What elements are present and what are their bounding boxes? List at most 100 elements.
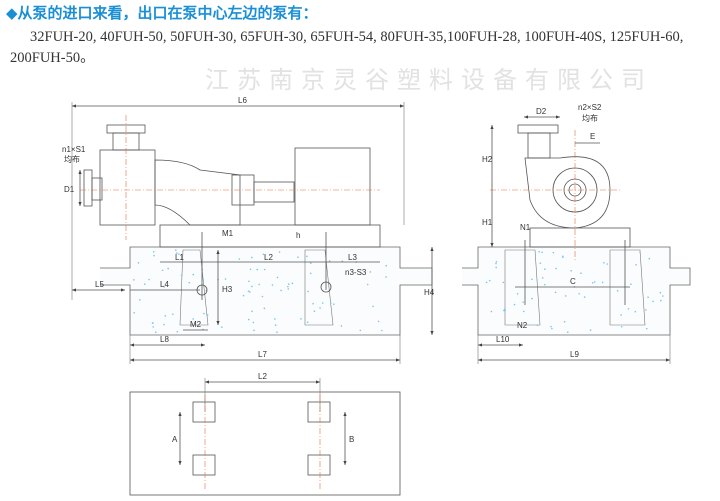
dim-H3: H3 bbox=[222, 285, 233, 294]
dim-L1: L1 bbox=[175, 253, 184, 262]
dim-L5: L5 bbox=[95, 280, 104, 289]
concrete-dot bbox=[202, 279, 205, 281]
concrete-dot bbox=[603, 261, 605, 264]
dim-N2: N2 bbox=[517, 321, 528, 330]
concrete-dot bbox=[167, 267, 169, 270]
foundation-block-end bbox=[462, 246, 691, 336]
dim-M2: M2 bbox=[190, 320, 202, 329]
concrete-dot bbox=[192, 273, 195, 276]
concrete-dot bbox=[645, 327, 648, 330]
dim-L3: L3 bbox=[348, 253, 357, 262]
dim-L9: L9 bbox=[570, 350, 579, 359]
concrete-dot bbox=[252, 321, 255, 324]
concrete-dot bbox=[152, 326, 154, 328]
concrete-dot bbox=[224, 278, 227, 280]
concrete-dot bbox=[504, 309, 506, 311]
concrete-dot bbox=[263, 268, 266, 271]
concrete-dot bbox=[531, 297, 533, 300]
dim-E: E bbox=[590, 132, 595, 141]
concrete-dot bbox=[306, 321, 309, 323]
concrete-dot bbox=[278, 251, 281, 253]
concrete-dot bbox=[262, 253, 265, 256]
concrete-dot bbox=[258, 283, 260, 286]
concrete-dot bbox=[249, 291, 251, 293]
concrete-dot bbox=[274, 324, 277, 327]
concrete-dot bbox=[309, 262, 312, 264]
concrete-dot bbox=[372, 305, 374, 308]
concrete-dot bbox=[616, 290, 619, 292]
concrete-dot bbox=[495, 262, 497, 265]
concrete-dot bbox=[539, 262, 542, 265]
concrete-dot bbox=[192, 318, 194, 320]
concrete-dot bbox=[309, 272, 312, 275]
concrete-dot bbox=[276, 331, 278, 333]
concrete-dot bbox=[589, 329, 592, 331]
dim-B: B bbox=[349, 435, 354, 444]
concrete-dot bbox=[652, 300, 654, 303]
concrete-dot bbox=[153, 254, 155, 257]
watermark: 江苏南京灵谷塑料设备有限公司 bbox=[205, 66, 653, 94]
concrete-dot bbox=[551, 327, 553, 330]
concrete-dot bbox=[188, 281, 191, 284]
model-list: 32FUH-20, 40FUH-50, 50FUH-30, 65FUH-30, … bbox=[10, 29, 684, 66]
concrete-dot bbox=[151, 322, 154, 324]
concrete-dot bbox=[154, 331, 157, 334]
concrete-dot bbox=[495, 260, 498, 263]
concrete-dot bbox=[291, 282, 294, 285]
concrete-dot bbox=[203, 312, 205, 315]
concrete-dot bbox=[249, 268, 252, 271]
concrete-dot bbox=[490, 310, 493, 313]
dim-L4: L4 bbox=[160, 280, 169, 289]
concrete-dot bbox=[580, 272, 582, 274]
dim-H4: H4 bbox=[424, 288, 435, 297]
concrete-dot bbox=[578, 292, 580, 295]
dim-h: h bbox=[296, 231, 300, 240]
concrete-dot bbox=[313, 310, 316, 312]
concrete-dot bbox=[247, 318, 250, 321]
concrete-dot bbox=[566, 331, 569, 334]
concrete-dot bbox=[247, 290, 250, 292]
concrete-dot bbox=[554, 291, 557, 294]
pump-base bbox=[159, 224, 381, 248]
volute bbox=[524, 156, 611, 229]
concrete-dot bbox=[312, 302, 314, 305]
anchor-hole bbox=[307, 454, 331, 476]
concrete-dot bbox=[163, 286, 165, 288]
concrete-dot bbox=[522, 301, 525, 303]
concrete-dot bbox=[531, 278, 533, 281]
dim-L10: L10 bbox=[496, 335, 510, 344]
concrete-dot bbox=[385, 264, 388, 267]
concrete-dot bbox=[541, 251, 543, 254]
concrete-dot bbox=[172, 313, 174, 315]
concrete-dot bbox=[152, 250, 155, 253]
dim-plan-L2: L2 bbox=[258, 372, 267, 381]
concrete-dot bbox=[287, 285, 289, 288]
concrete-dot bbox=[287, 283, 290, 285]
concrete-dot bbox=[543, 283, 546, 286]
concrete-dot bbox=[369, 271, 372, 273]
concrete-dot bbox=[178, 253, 180, 255]
concrete-dot bbox=[340, 325, 343, 327]
concrete-dot bbox=[133, 311, 136, 314]
concrete-dot bbox=[250, 256, 253, 259]
outlet-flange-end bbox=[517, 124, 559, 134]
dim-H1: H1 bbox=[482, 218, 493, 227]
concrete-dot bbox=[238, 258, 241, 260]
concrete-dot bbox=[306, 255, 308, 258]
concrete-dot bbox=[176, 331, 179, 333]
concrete-dot bbox=[242, 294, 245, 297]
concrete-dot bbox=[485, 281, 488, 284]
concrete-dot bbox=[555, 267, 557, 270]
concrete-dot bbox=[180, 274, 183, 277]
concrete-dot bbox=[488, 279, 491, 282]
concrete-dot bbox=[194, 322, 197, 325]
concrete-dot bbox=[552, 251, 555, 254]
concrete-dot bbox=[516, 292, 519, 295]
concrete-dot bbox=[328, 260, 331, 262]
concrete-dot bbox=[647, 296, 649, 298]
dim-C: C bbox=[570, 277, 576, 286]
concrete-dot bbox=[137, 262, 140, 264]
concrete-dot bbox=[522, 310, 525, 313]
concrete-dot bbox=[606, 263, 609, 265]
